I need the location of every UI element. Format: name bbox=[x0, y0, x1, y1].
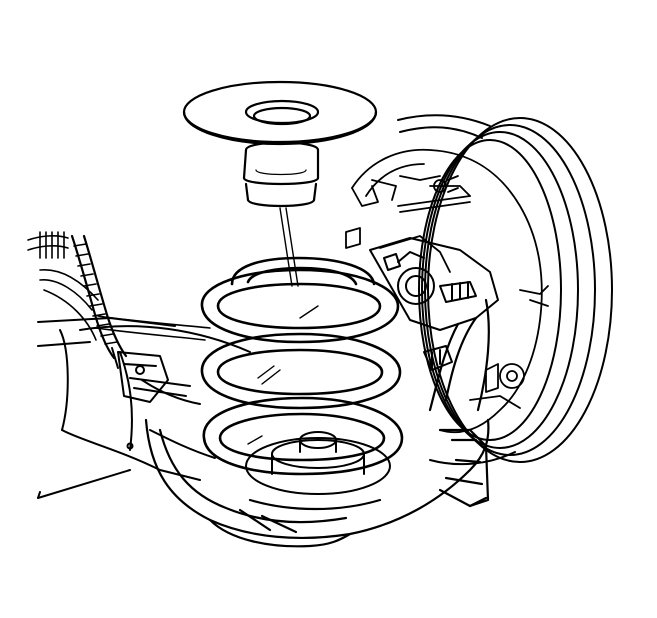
spring-seat-insulator bbox=[182, 80, 378, 208]
alignment-line bbox=[279, 207, 299, 287]
brake-line-bracket bbox=[111, 347, 191, 403]
coil-spring bbox=[200, 256, 404, 476]
brake-drum bbox=[397, 114, 613, 466]
suspension-arm bbox=[144, 298, 490, 548]
knuckle bbox=[369, 237, 499, 371]
lower-spring-seat bbox=[245, 431, 391, 495]
axle-housing bbox=[37, 317, 251, 499]
brake-line bbox=[27, 231, 211, 360]
